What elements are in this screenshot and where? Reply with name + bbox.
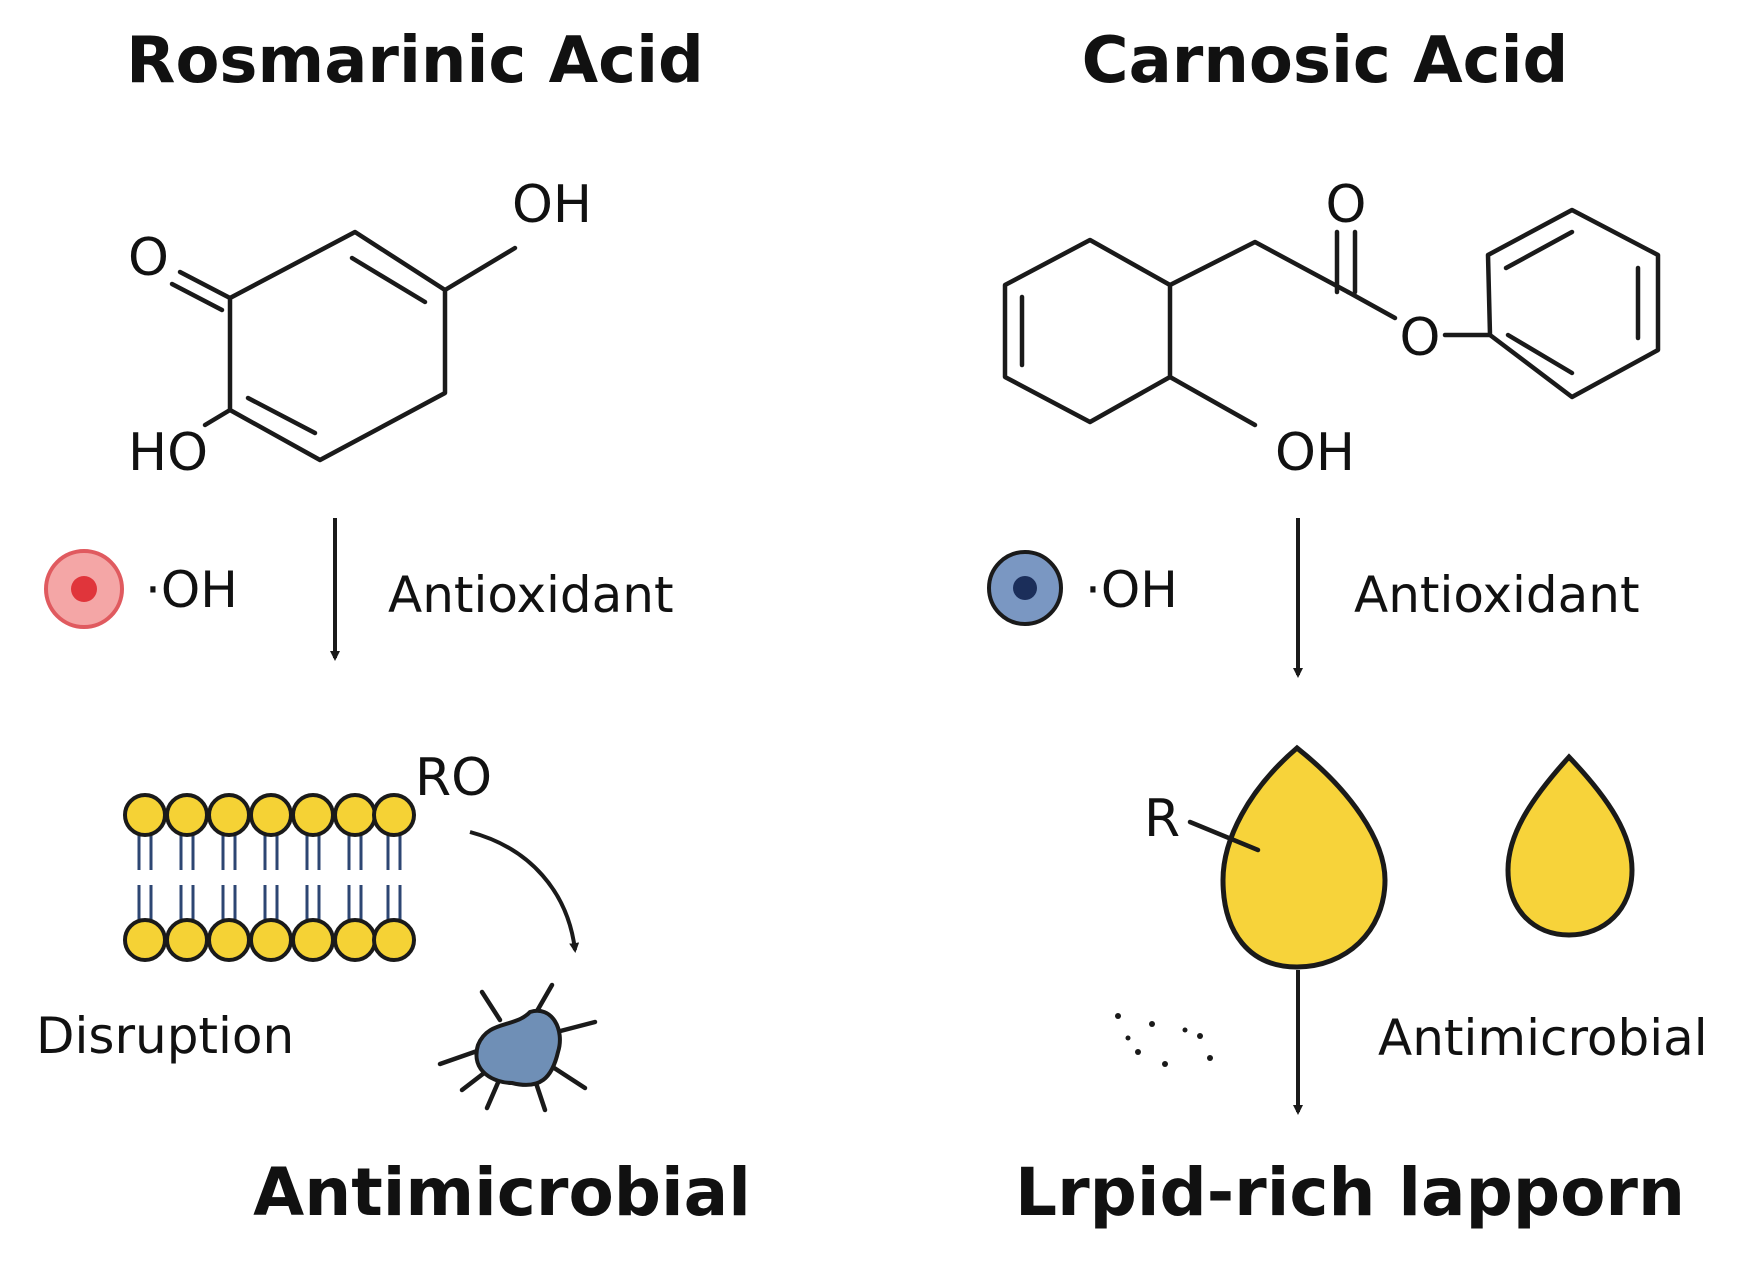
atom-o-keto: O (128, 228, 169, 288)
atom-o-ester: O (1400, 308, 1441, 368)
keto-bond-b (169, 281, 225, 313)
antioxidant-label-right: Antioxidant (1354, 566, 1640, 624)
hydroxyl-radical-core-red (71, 576, 97, 602)
phenyl-double-bond-3 (1505, 332, 1575, 376)
lipid-head (165, 793, 209, 837)
carnosic-acid-title: Carnosic Acid (1082, 24, 1569, 98)
acyl-chain (1167, 239, 1351, 295)
oh-bond-carnosic (1167, 374, 1258, 428)
lipid-head (372, 793, 416, 837)
atom-oh-top: OH (512, 175, 592, 235)
scattered-particles (1115, 1013, 1213, 1067)
ring-bonds (227, 229, 448, 463)
ring-double-bond-bottom (245, 395, 318, 436)
rosmarinic-acid-structure: O OH HO (128, 175, 592, 483)
lipid-head (291, 918, 335, 962)
lipid-head (333, 918, 377, 962)
ho-bond-bottom (202, 407, 233, 428)
antioxidant-label-left: Antioxidant (388, 566, 674, 624)
lipid-head (372, 918, 416, 962)
rosmarinic-acid-panel: Rosmarinic Acid O OH HO ·OH Antioxidant … (36, 24, 751, 1231)
lipid-head (333, 793, 377, 837)
carnosic-acid-structure: O O OH (1002, 175, 1661, 483)
lipid-head (165, 918, 209, 962)
oh-bond-top (442, 245, 518, 293)
atom-ho-bottom: HO (128, 423, 208, 483)
keto-bond-a (177, 269, 233, 301)
r-label: R (1144, 789, 1180, 849)
microbe-icon (437, 982, 598, 1113)
phenyl-double-bond-1 (1503, 229, 1575, 271)
lipid-head (123, 793, 167, 837)
curved-arrow (469, 830, 580, 953)
atom-o-carbonyl: O (1326, 175, 1367, 235)
lipid-head (249, 793, 293, 837)
lipid-droplet-large (1220, 744, 1388, 970)
ester-bond-a (1345, 289, 1398, 321)
r-pointer-line (1187, 819, 1261, 853)
cyclohexene-ring (1002, 237, 1173, 425)
lipid-droplet-small (1505, 753, 1635, 938)
lipid-head (291, 793, 335, 837)
hydroxyl-radical-core-blue (1013, 576, 1037, 600)
lipid-head (249, 918, 293, 962)
antimicrobial-label-right: Antimicrobial (1378, 1009, 1708, 1067)
carnosic-acid-panel: Carnosic Acid O O OH ·OH Antiox (987, 24, 1708, 1231)
rosmarinic-acid-title: Rosmarinic Acid (126, 24, 704, 98)
ro-label: RO (415, 748, 492, 808)
lipid-head (123, 918, 167, 962)
ring-double-bond-top (349, 255, 428, 305)
lipid-head (207, 793, 251, 837)
radical-label-left: ·OH (145, 561, 238, 619)
antimicrobial-result-left: Antimicrobial (253, 1154, 751, 1231)
lipid-head (207, 918, 251, 962)
lipid-bilayer (123, 793, 416, 962)
atom-oh-carnosic: OH (1275, 423, 1355, 483)
lipid-rich-result-label: Lrpid-rich lapporn (1015, 1154, 1685, 1231)
phenyl-ring (1485, 207, 1661, 400)
disruption-label: Disruption (36, 1007, 294, 1065)
radical-label-right: ·OH (1085, 561, 1178, 619)
